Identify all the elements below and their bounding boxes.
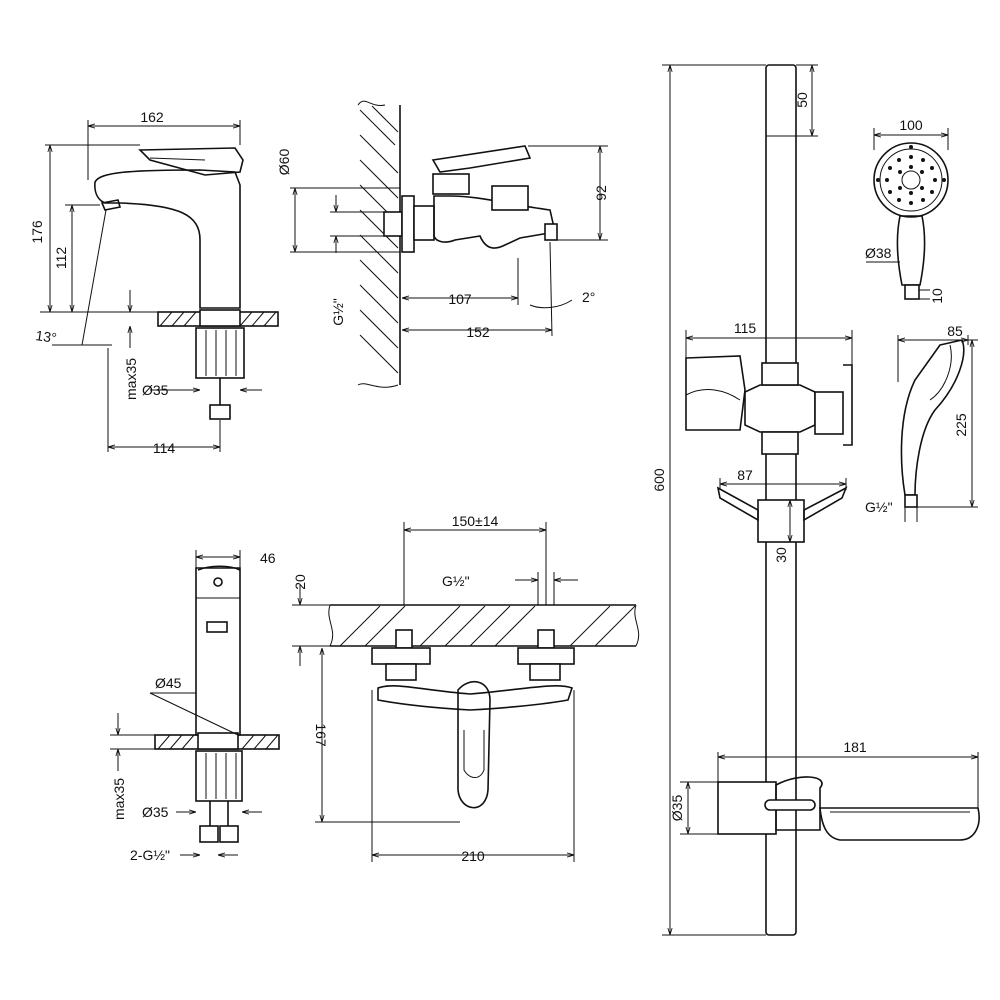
handshower-depth-label: 85 [947, 323, 963, 339]
basin-spout-height-label: 112 [53, 247, 69, 270]
shower-mixer-drawing: 150±14 G½" 20 167 210 [292, 513, 640, 864]
countertop-hatch [159, 311, 277, 327]
wall-hatch [359, 105, 399, 374]
shower-height-label: 167 [313, 723, 329, 747]
basin-angle-label: 13° [35, 327, 58, 346]
handshower-head-dia-label: 100 [899, 117, 923, 133]
handshower-handle-dia-label: Ø38 [865, 245, 892, 261]
hand-shower-drawing: 100 Ø38 10 85 225 G½" [865, 117, 978, 522]
bath-angle-label: 2° [582, 289, 595, 305]
bidet-mixer-drawing: 46 Ø45 max35 Ø35 2-G½" [110, 550, 280, 863]
bath-total-depth-label: 152 [466, 324, 490, 340]
bath-flange-dia-label: Ø60 [276, 149, 292, 176]
basin-width-label: 162 [140, 109, 164, 125]
bidet-max-thickness-label: max35 [111, 778, 127, 820]
basin-reach-label: 114 [153, 440, 176, 456]
handshower-thread-label: G½" [865, 499, 893, 515]
handshower-connector-label: 10 [929, 288, 945, 304]
basin-mixer-drawing: 162 176 112 13° max35 Ø35 114 [29, 109, 279, 456]
shower-wall-offset-label: 20 [292, 574, 308, 590]
bracket-height-label: 30 [773, 547, 789, 563]
rail-end-height-label: 50 [794, 92, 810, 108]
bath-mixer-drawing: Ø60 G½" 107 2° 152 92 [276, 100, 609, 388]
shower-thread-label: G½" [442, 573, 470, 589]
spray-nozzles [876, 145, 946, 205]
bath-height-label: 92 [593, 185, 609, 201]
basin-height-label: 176 [29, 220, 45, 244]
rail-dia-label: Ø35 [669, 795, 685, 822]
basin-max-thickness-label: max35 [123, 358, 139, 400]
bath-spout-reach-label: 107 [448, 291, 472, 307]
holder-width-label: 115 [734, 320, 757, 336]
rail-length-label: 600 [651, 468, 667, 492]
bidet-depth-label: 46 [260, 550, 276, 566]
bidet-hole-dia-label: Ø45 [155, 675, 182, 691]
bidet-hoses-label: 2-G½" [130, 847, 170, 863]
soap-dish-width-label: 181 [843, 739, 867, 755]
basin-hole-dia-label: Ø35 [142, 382, 169, 398]
bidet-hole-dia2-label: Ø35 [142, 804, 169, 820]
shower-width-label: 210 [461, 848, 485, 864]
wall-hatch [339, 605, 636, 647]
shower-rail-drawing: 600 50 115 87 30 [651, 64, 980, 936]
bracket-width-label: 87 [737, 467, 753, 483]
shower-center-distance-label: 150±14 [452, 513, 499, 529]
handshower-length-label: 225 [953, 413, 969, 437]
bath-thread-label: G½" [330, 298, 346, 326]
